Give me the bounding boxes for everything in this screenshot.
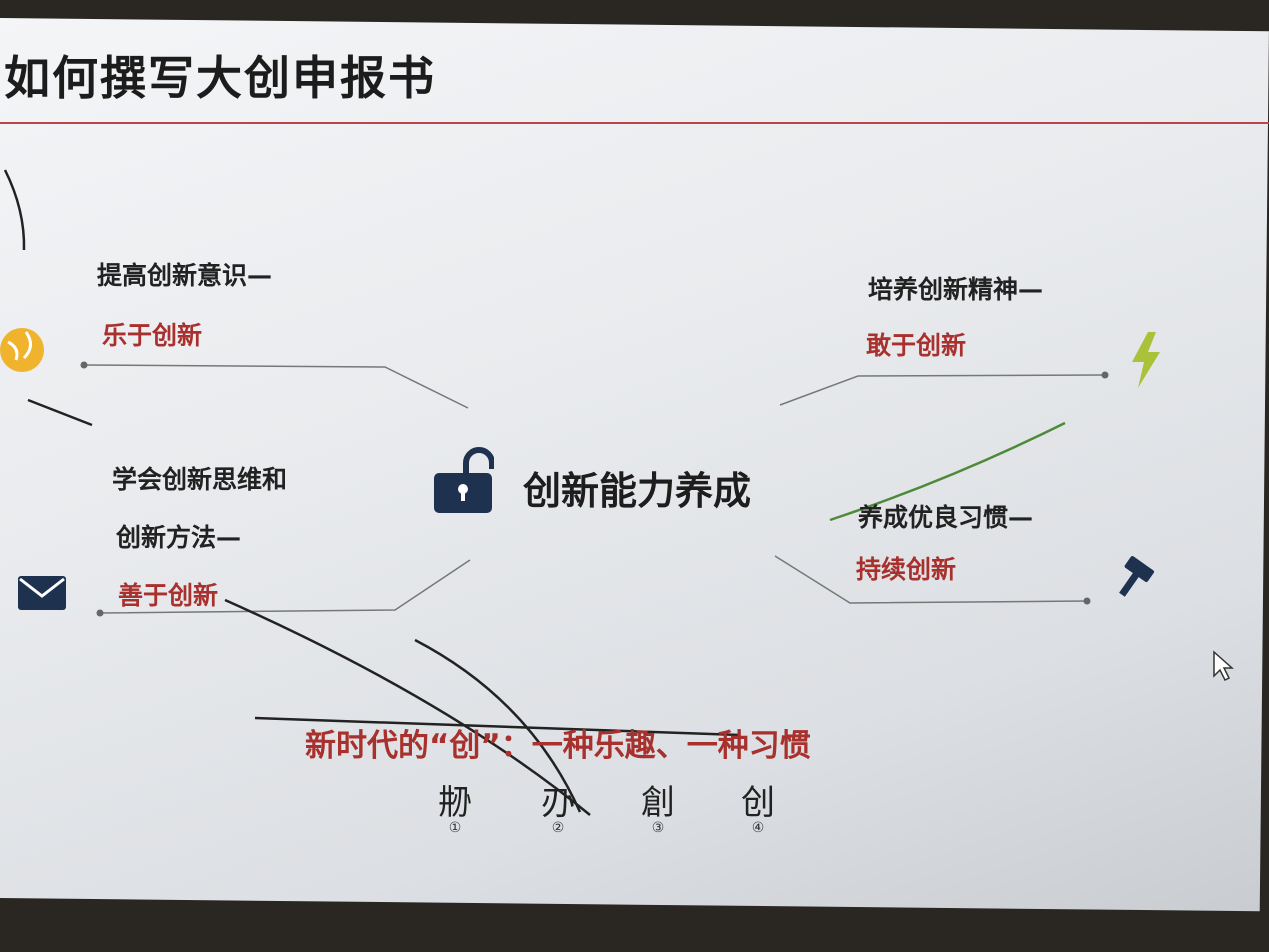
branch-4-heading: 养成优良习惯— <box>858 503 1034 532</box>
branch-2-heading-line1: 学会创新思维和 <box>112 465 288 494</box>
branch-3-sub: 敢于创新 <box>866 331 967 360</box>
branch-3-heading: 培养创新精神— <box>868 275 1044 304</box>
globe-icon <box>0 328 50 382</box>
evolution-glyph-3: 創 <box>641 783 675 823</box>
branch-2-heading-line2: 创新方法— <box>116 523 242 552</box>
hammer-icon <box>1110 555 1160 604</box>
green-pen-stroke <box>829 421 1066 522</box>
connector-top-left <box>83 364 469 409</box>
center-topic: 创新能力养成 <box>523 469 752 513</box>
branch-2-sub: 善于创新 <box>118 581 219 610</box>
unlock-icon <box>432 445 495 519</box>
evolution-num-4: ④ <box>751 820 765 836</box>
connector-bottom-right <box>774 555 1088 604</box>
evolution-glyph-2: 刅 <box>541 783 575 823</box>
motto-text: 新时代的“创”：一种乐趣、一种习惯 <box>305 728 811 764</box>
evolution-glyph-4: 创 <box>741 783 775 823</box>
evolution-num-1: ① <box>448 820 462 836</box>
connector-top-right <box>779 374 1106 406</box>
branch-4-sub: 持续创新 <box>856 555 957 584</box>
branch-1-heading: 提高创新意识— <box>97 261 273 290</box>
connector-bottom-left <box>99 559 471 614</box>
slide-title: 如何撰写大创申报书 <box>4 51 436 105</box>
evolution-glyph-1: 刱 <box>438 783 472 823</box>
mail-icon <box>16 574 68 616</box>
branch-1-sub: 乐于创新 <box>102 321 203 350</box>
handwritten-pen-strokes <box>3 169 741 816</box>
title-divider <box>0 122 1269 124</box>
lightning-icon <box>1128 330 1164 394</box>
evolution-num-2: ② <box>551 820 565 836</box>
evolution-num-3: ③ <box>651 820 665 836</box>
mouse-cursor-icon <box>1212 650 1234 686</box>
